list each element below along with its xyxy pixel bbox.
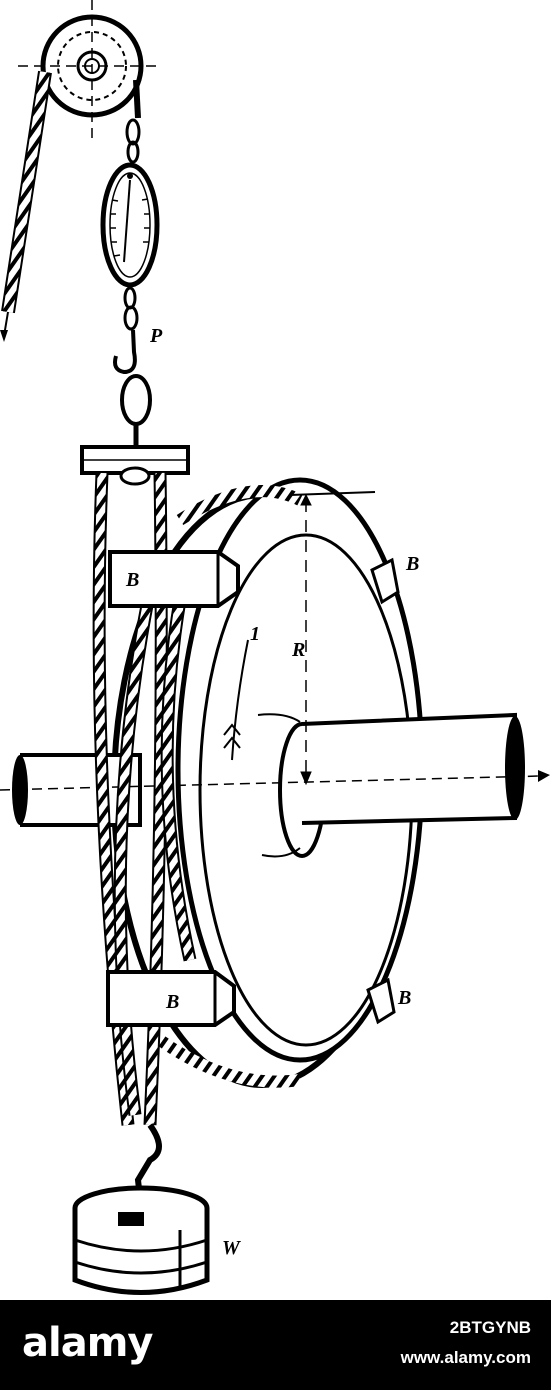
watermark-url: www.alamy.com <box>400 1348 531 1367</box>
upper-chain <box>125 79 141 164</box>
label-b-upper: B <box>125 569 139 591</box>
brake-frame-top <box>80 445 190 486</box>
shaft <box>0 712 550 858</box>
spring-balance <box>100 162 160 288</box>
watermark-image-id: 2BTGYNB <box>449 1318 531 1337</box>
weight-hook <box>134 1123 162 1216</box>
prony-brake-illustration: P R 1 B B B B W <box>0 0 550 1295</box>
top-pulley <box>18 0 158 142</box>
watermark-bar: alamy 2BTGYNB www.alamy.com <box>0 1300 551 1390</box>
label-b-right-lower: B <box>397 987 411 1009</box>
weight <box>72 1185 210 1295</box>
radius-dimension <box>289 491 376 786</box>
label-r: R <box>291 639 305 661</box>
brake-block-lower <box>106 970 236 1027</box>
brake-block-right-upper <box>370 557 400 605</box>
lower-chain <box>113 286 152 448</box>
label-rotation: 1 <box>250 623 260 645</box>
label-b-right-upper: B <box>405 553 419 575</box>
watermark-logo: alamy <box>22 1320 153 1366</box>
label-b-lower: B <box>165 991 179 1013</box>
brake-block-upper <box>108 550 240 608</box>
label-p: P <box>149 325 163 347</box>
rotation-arrow <box>223 639 249 761</box>
brake-block-right-lower <box>366 977 396 1025</box>
label-w: W <box>222 1237 241 1259</box>
